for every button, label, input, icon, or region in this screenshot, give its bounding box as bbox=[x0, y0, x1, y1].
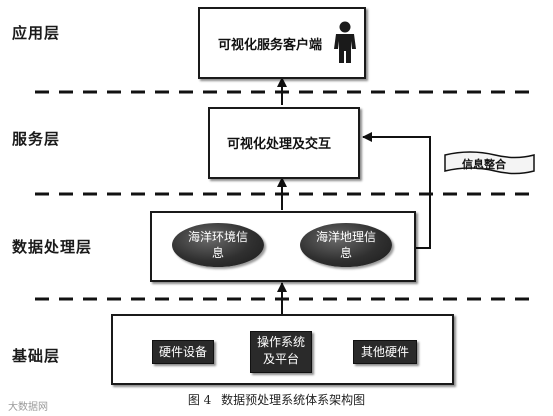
ocean-geography-info-line2: 息 bbox=[339, 246, 352, 260]
ocean-geography-info-node: 海洋地理信 息 bbox=[300, 223, 392, 267]
ocean-geography-info-line1: 海洋地理信 bbox=[315, 230, 376, 244]
other-hardware-label: 其他硬件 bbox=[360, 345, 409, 359]
service-box-label: 可视化处理及交互 bbox=[227, 137, 332, 152]
application-box: 可视化服务客户端 bbox=[198, 7, 366, 79]
side-banner-shape bbox=[444, 151, 535, 175]
figure-caption: 图 4 数据预处理系统体系架构图 bbox=[0, 391, 553, 408]
hardware-equipment-label: 硬件设备 bbox=[158, 345, 207, 359]
layer-label-application: 应用层 bbox=[12, 24, 61, 42]
watermark: 大数据网 bbox=[8, 402, 48, 413]
user-figure-icon bbox=[334, 21, 356, 63]
ocean-environment-info-line2: 息 bbox=[211, 246, 224, 260]
layer-label-data-processing: 数据处理层 bbox=[12, 238, 93, 256]
figure-number: 图 4 bbox=[187, 393, 212, 407]
integration-feedback-arrow bbox=[362, 132, 431, 249]
os-platform-line2: 及平台 bbox=[262, 352, 299, 366]
layer-label-service: 服务层 bbox=[12, 130, 61, 148]
figure-title: 数据预处理系统体系架构图 bbox=[221, 393, 366, 407]
os-platform-node: 操作系统 及平台 bbox=[250, 331, 312, 373]
hardware-equipment-node: 硬件设备 bbox=[152, 340, 214, 364]
other-hardware-node: 其他硬件 bbox=[353, 340, 417, 364]
layer-label-foundation: 基础层 bbox=[12, 347, 61, 365]
application-box-label: 可视化服务客户端 bbox=[218, 38, 323, 53]
service-box: 可视化处理及交互 bbox=[208, 107, 360, 179]
information-integration-label: 信息整合 bbox=[462, 158, 506, 171]
foundation-box: 硬件设备 操作系统 及平台 其他硬件 bbox=[111, 314, 454, 385]
os-platform-line1: 操作系统 bbox=[256, 335, 305, 349]
data-processing-box: 海洋环境信 息 海洋地理信 息 bbox=[150, 211, 416, 282]
ocean-environment-info-node: 海洋环境信 息 bbox=[172, 223, 264, 267]
ocean-environment-info-line1: 海洋环境信 bbox=[187, 230, 248, 244]
